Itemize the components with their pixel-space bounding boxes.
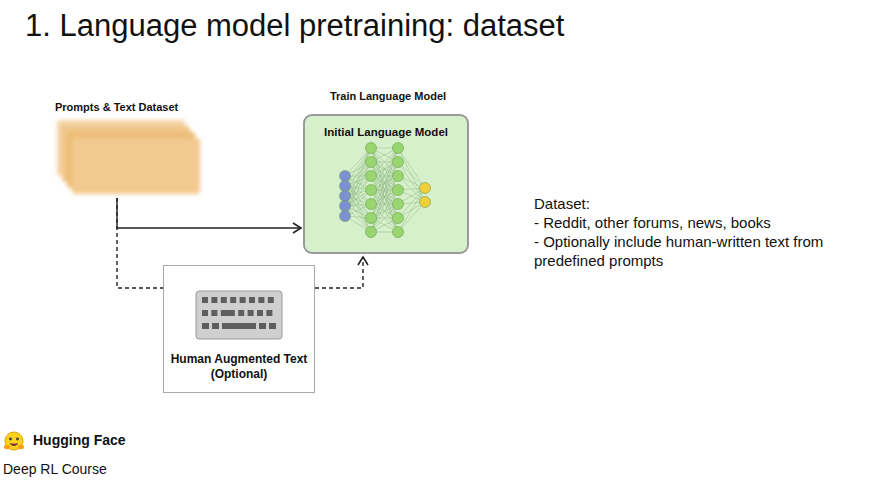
nn-unit: [366, 199, 377, 210]
dataset-notes: Dataset:- Reddit, other forums, news, bo…: [534, 194, 882, 270]
nn-unit: [340, 181, 351, 192]
nn-unit: [393, 199, 404, 210]
note-line: Dataset:: [534, 194, 882, 213]
key: [249, 297, 255, 303]
key: [202, 323, 209, 329]
key: [269, 323, 276, 329]
nn-link: [398, 188, 425, 232]
key: [257, 310, 263, 316]
model-name: Initial Language Model: [305, 126, 467, 138]
nn-link: [371, 148, 398, 190]
nn-link: [371, 190, 398, 232]
paper-sheet: [72, 138, 200, 194]
nn-unit: [393, 143, 404, 154]
nn-unit: [366, 171, 377, 182]
nn-unit: [366, 185, 377, 196]
key: [221, 297, 227, 303]
nn-unit: [340, 201, 351, 212]
note-line: - Reddit, other forums, news, books: [534, 213, 882, 232]
nn-unit: [340, 171, 351, 182]
slide-title: 1. Language model pretraining: dataset: [25, 8, 564, 44]
nn-unit: [393, 157, 404, 168]
key: [230, 297, 236, 303]
note-line: - Optionally include human-written text …: [534, 232, 882, 270]
dashed-connector: [117, 198, 163, 288]
nn-unit: [420, 183, 431, 194]
nn-unit: [340, 191, 351, 202]
course-name: Deep RL Course: [3, 461, 107, 477]
nn-unit: [366, 213, 377, 224]
nn-unit: [420, 197, 431, 208]
nn-unit: [366, 143, 377, 154]
key: [202, 310, 208, 316]
nn-unit: [393, 185, 404, 196]
brand-name: Hugging Face: [33, 432, 126, 448]
key: [259, 323, 266, 329]
human-text-box: Human Augmented Text (Optional): [163, 265, 315, 393]
dataset-heading: Prompts & Text Dataset: [55, 101, 178, 113]
key: [266, 310, 272, 316]
nn-link: [371, 190, 398, 232]
key: [258, 297, 264, 303]
key: [212, 323, 219, 329]
key: [248, 310, 254, 316]
key: [211, 297, 217, 303]
key: [222, 323, 256, 329]
key: [238, 310, 244, 316]
dataset-stack: Prompts & Text Dataset: [55, 118, 207, 198]
nn-unit: [393, 227, 404, 238]
nn-unit: [393, 171, 404, 182]
nn-unit: [393, 213, 404, 224]
key: [202, 297, 208, 303]
model-heading: Train Language Model: [285, 90, 491, 102]
key: [221, 310, 235, 316]
nn-unit: [366, 227, 377, 238]
keyboard-icon: [164, 266, 314, 346]
nn-unit: [366, 157, 377, 168]
nn-unit: [340, 211, 351, 222]
key: [240, 297, 246, 303]
dashed-connector: [315, 257, 363, 288]
logo-icon: [4, 432, 24, 450]
key: [268, 297, 274, 303]
nn-link: [371, 148, 398, 190]
paper-stack: [55, 118, 215, 208]
human-text-label: Human Augmented Text (Optional): [168, 352, 310, 382]
model-box: Train Language ModelInitial Language Mod…: [303, 114, 469, 254]
connector: [117, 198, 301, 228]
key: [211, 310, 217, 316]
